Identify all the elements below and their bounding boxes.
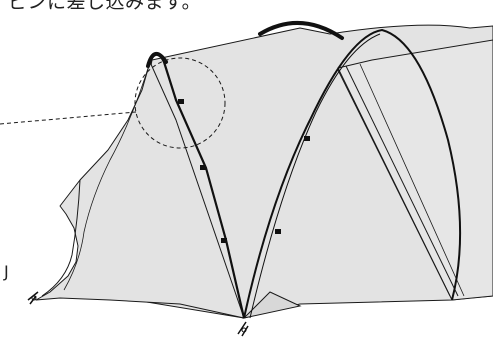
tent-ground-flap: [242, 291, 302, 319]
detail-callout-circle: [134, 57, 226, 149]
guy-line-stake-left: [27, 291, 39, 305]
pole-clip: [221, 238, 227, 243]
pole-clip: [304, 136, 310, 141]
arch-pole-main: [243, 28, 462, 319]
right-pole-line-1: [337, 69, 451, 297]
callout-leader-line: [0, 111, 137, 125]
right-pole-line-3: [359, 63, 465, 297]
right-pole-line-2: [345, 65, 459, 297]
instruction-caption: ピンに差し込みます。: [8, 0, 202, 13]
tent-front-panel: [35, 61, 245, 319]
edge-mark-label: J: [4, 262, 9, 281]
tent-door-curve-inner: [63, 61, 151, 291]
pole-clip: [178, 99, 184, 104]
arch-pole-top: [258, 21, 344, 40]
pole-clip: [200, 165, 206, 170]
front-pole-top-thick: [146, 52, 168, 68]
tent-door-curve: [41, 179, 81, 297]
pole-clip: [275, 229, 281, 234]
arch-pole-secondary: [249, 33, 381, 319]
guy-line-stake-center: [237, 321, 249, 337]
